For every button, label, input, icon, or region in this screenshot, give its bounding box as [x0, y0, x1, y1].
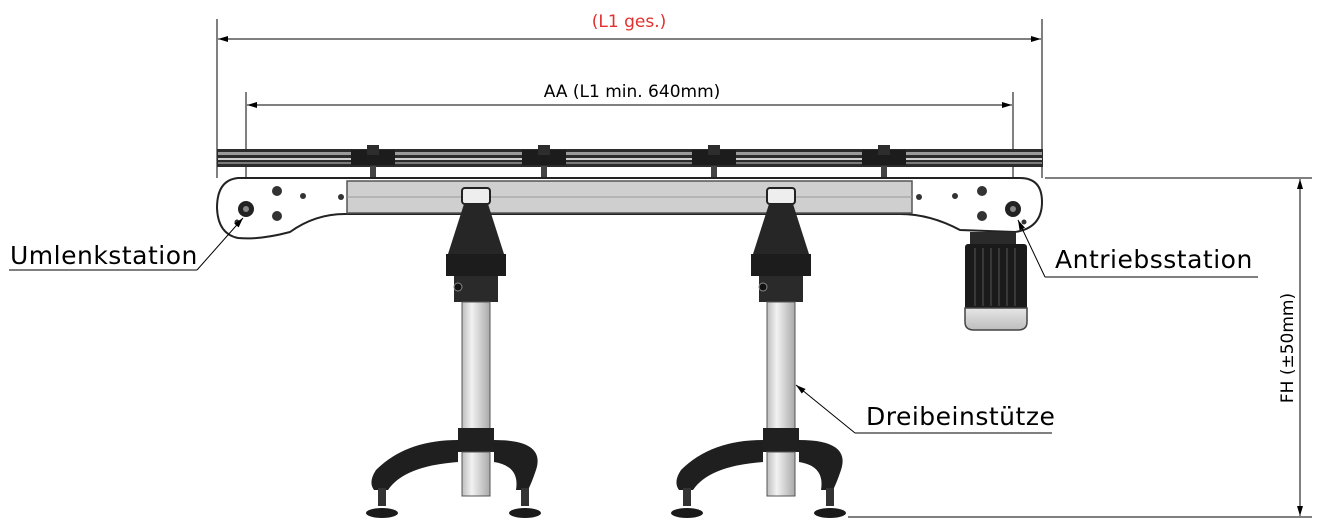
drive-label: Antriebsstation	[1055, 245, 1253, 274]
idler-label: Umlenkstation	[10, 241, 198, 270]
working-height-label: FH (±50mm)	[1278, 293, 1298, 403]
callout-drive: Antriebsstation	[1017, 219, 1258, 278]
axis-distance-label: AA (L1 min. 640mm)	[544, 82, 721, 102]
drive-station	[916, 186, 1027, 225]
callout-support: Dreibeinstütze	[795, 384, 1055, 434]
dimension-working-height: FH (±50mm)	[848, 177, 1312, 518]
support-stand	[671, 187, 846, 518]
drive-motor	[964, 232, 1028, 331]
callout-idler: Umlenkstation	[9, 217, 244, 271]
support-label: Dreibeinstütze	[866, 402, 1055, 431]
side-rail	[217, 149, 1043, 167]
total-length-label: (L1 ges.)	[592, 12, 666, 32]
conveyor-body	[215, 177, 1044, 240]
support-stand	[366, 187, 541, 518]
